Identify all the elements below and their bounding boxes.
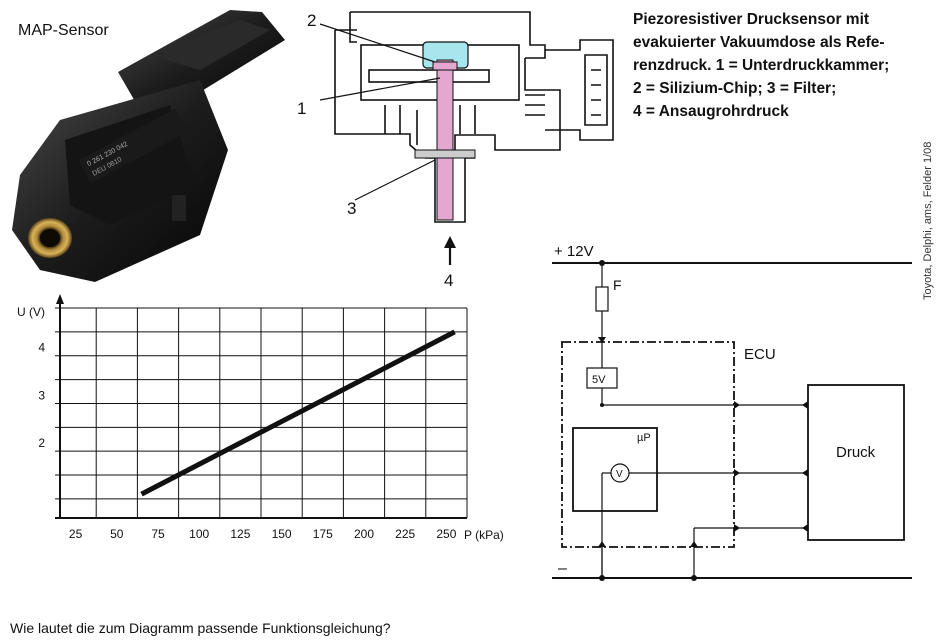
x-tick-label: 25 <box>69 527 83 541</box>
callout-3: 3 <box>347 199 356 218</box>
voltage-pressure-chart: 25 50 75 100 125 150 175 200 225 250 2 3 4 U (V) P (… <box>17 294 504 542</box>
photo-title: MAP-Sensor <box>18 22 109 39</box>
x-tick-label: 175 <box>313 527 333 541</box>
voltmeter-label: V <box>616 469 623 480</box>
x-tick-label: 250 <box>436 527 456 541</box>
x-tick-label: 75 <box>151 527 165 541</box>
series-line <box>140 329 456 497</box>
sensor-description: Piezoresistiver Drucksensor mit evakuier… <box>633 8 933 123</box>
y-tick-label: 4 <box>38 341 45 355</box>
callout-2: 2 <box>307 11 316 30</box>
supply-label: + 12V <box>554 243 594 260</box>
regulator-label: 5V <box>592 374 606 386</box>
circuit-diagram: + 12V F ECU 5V µP V Druck – <box>552 243 912 581</box>
chart-y-axis-label: U (V) <box>17 305 45 319</box>
callout-4: 4 <box>444 271 453 290</box>
microprocessor-label: µP <box>637 432 651 444</box>
description-line: renzdruck. 1 = Unterdruckkammer; <box>633 57 890 74</box>
x-tick-label: 100 <box>189 527 209 541</box>
description-line: 2 = Silizium-Chip; 3 = Filter; <box>633 80 837 97</box>
chart-x-axis-label: P (kPa) <box>464 528 504 542</box>
y-tick-label: 3 <box>38 388 45 402</box>
fuse-label: F <box>613 277 622 293</box>
chart-ticks: 25 50 75 100 125 150 175 200 225 250 2 3 4 <box>38 341 456 541</box>
map-sensor-photo: 0 261 230 042 DEU 0810 <box>12 10 285 282</box>
description-line: evakuierter Vakuumdose als Refe- <box>633 34 885 51</box>
description-line: Piezoresistiver Drucksensor mit <box>633 11 870 28</box>
credit-text: Toyota, Delphi, ams, Felder 1/08 <box>922 141 934 300</box>
x-tick-label: 200 <box>354 527 374 541</box>
sensor-cross-section: 2 1 3 4 <box>297 11 614 290</box>
y-tick-label: 2 <box>38 436 45 450</box>
ground-label: – <box>558 560 567 577</box>
chart-grid <box>55 307 468 518</box>
x-tick-label: 50 <box>110 527 124 541</box>
question-text: Wie lautet die zum Diagramm passende Fun… <box>10 620 391 636</box>
description-line: 4 = Ansaugrohrdruck <box>633 103 789 120</box>
sensor-box-label: Druck <box>836 444 876 461</box>
chart-lines <box>140 329 456 497</box>
y-axis-arrow <box>56 294 64 304</box>
x-tick-label: 125 <box>230 527 250 541</box>
ecu-label: ECU <box>744 346 776 363</box>
x-tick-label: 225 <box>395 527 415 541</box>
chart-axes <box>55 294 467 519</box>
callout-1: 1 <box>297 99 306 118</box>
x-tick-label: 150 <box>272 527 292 541</box>
